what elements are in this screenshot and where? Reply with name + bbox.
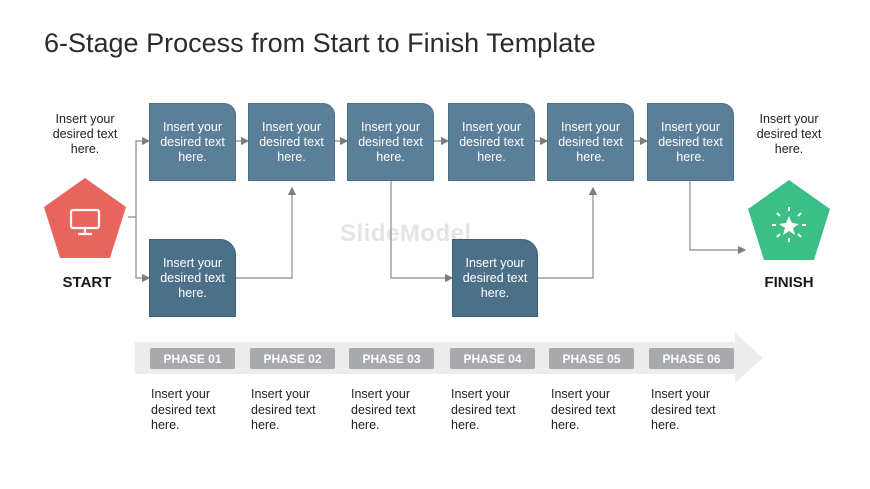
- stage-box-bottom-1: Insert your desired text here.: [149, 239, 236, 317]
- stage-box-top-3: Insert your desired text here.: [347, 103, 434, 181]
- stage-box-bottom-2: Insert your desired text here.: [452, 239, 538, 317]
- page-title: 6-Stage Process from Start to Finish Tem…: [44, 28, 596, 58]
- finish-label: FINISH: [764, 274, 814, 291]
- stage-box-top-6: Insert your desired text here.: [647, 103, 734, 181]
- watermark: SlideModel: [340, 220, 472, 247]
- finish-description: Insert your desired text here.: [756, 112, 822, 156]
- phase-05-badge: PHASE 05: [549, 348, 634, 369]
- stage-box-text: Insert your desired text here.: [160, 255, 225, 300]
- phase-04-badge: PHASE 04: [450, 348, 535, 369]
- start-description: Insert your desired text here.: [52, 112, 118, 156]
- stage-box-text: Insert your desired text here.: [358, 119, 423, 164]
- stage-box-text: Insert your desired text here.: [658, 119, 723, 164]
- stage-box-text: Insert your desired text here.: [259, 119, 324, 164]
- stage-box-top-4: Insert your desired text here.: [448, 103, 535, 181]
- stage-box-top-2: Insert your desired text here.: [248, 103, 335, 181]
- stage-box-top-5: Insert your desired text here.: [547, 103, 634, 181]
- phase-06-description: Insert your desired text here.: [651, 387, 716, 432]
- phase-02-badge: PHASE 02: [250, 348, 335, 369]
- stage-box-text: Insert your desired text here.: [160, 119, 225, 164]
- phase-01-description: Insert your desired text here.: [151, 387, 216, 432]
- phase-03-badge: PHASE 03: [349, 348, 434, 369]
- stage-box-top-1: Insert your desired text here.: [149, 103, 236, 181]
- phase-03-description: Insert your desired text here.: [351, 387, 416, 432]
- phase-01-badge: PHASE 01: [150, 348, 235, 369]
- phase-04-description: Insert your desired text here.: [451, 387, 516, 432]
- stage-box-text: Insert your desired text here.: [459, 119, 524, 164]
- start-label: START: [62, 274, 112, 291]
- start-pentagon: [44, 178, 126, 258]
- sparkle-icon: [772, 207, 806, 242]
- phase-06-badge: PHASE 06: [649, 348, 734, 369]
- stage-box-text: Insert your desired text here.: [462, 255, 528, 300]
- phase-02-description: Insert your desired text here.: [251, 387, 316, 432]
- monitor-icon: [69, 208, 101, 236]
- stage-box-text: Insert your desired text here.: [558, 119, 623, 164]
- phase-05-description: Insert your desired text here.: [551, 387, 616, 432]
- phase-arrow-band: [135, 333, 763, 383]
- finish-pentagon: [748, 180, 830, 260]
